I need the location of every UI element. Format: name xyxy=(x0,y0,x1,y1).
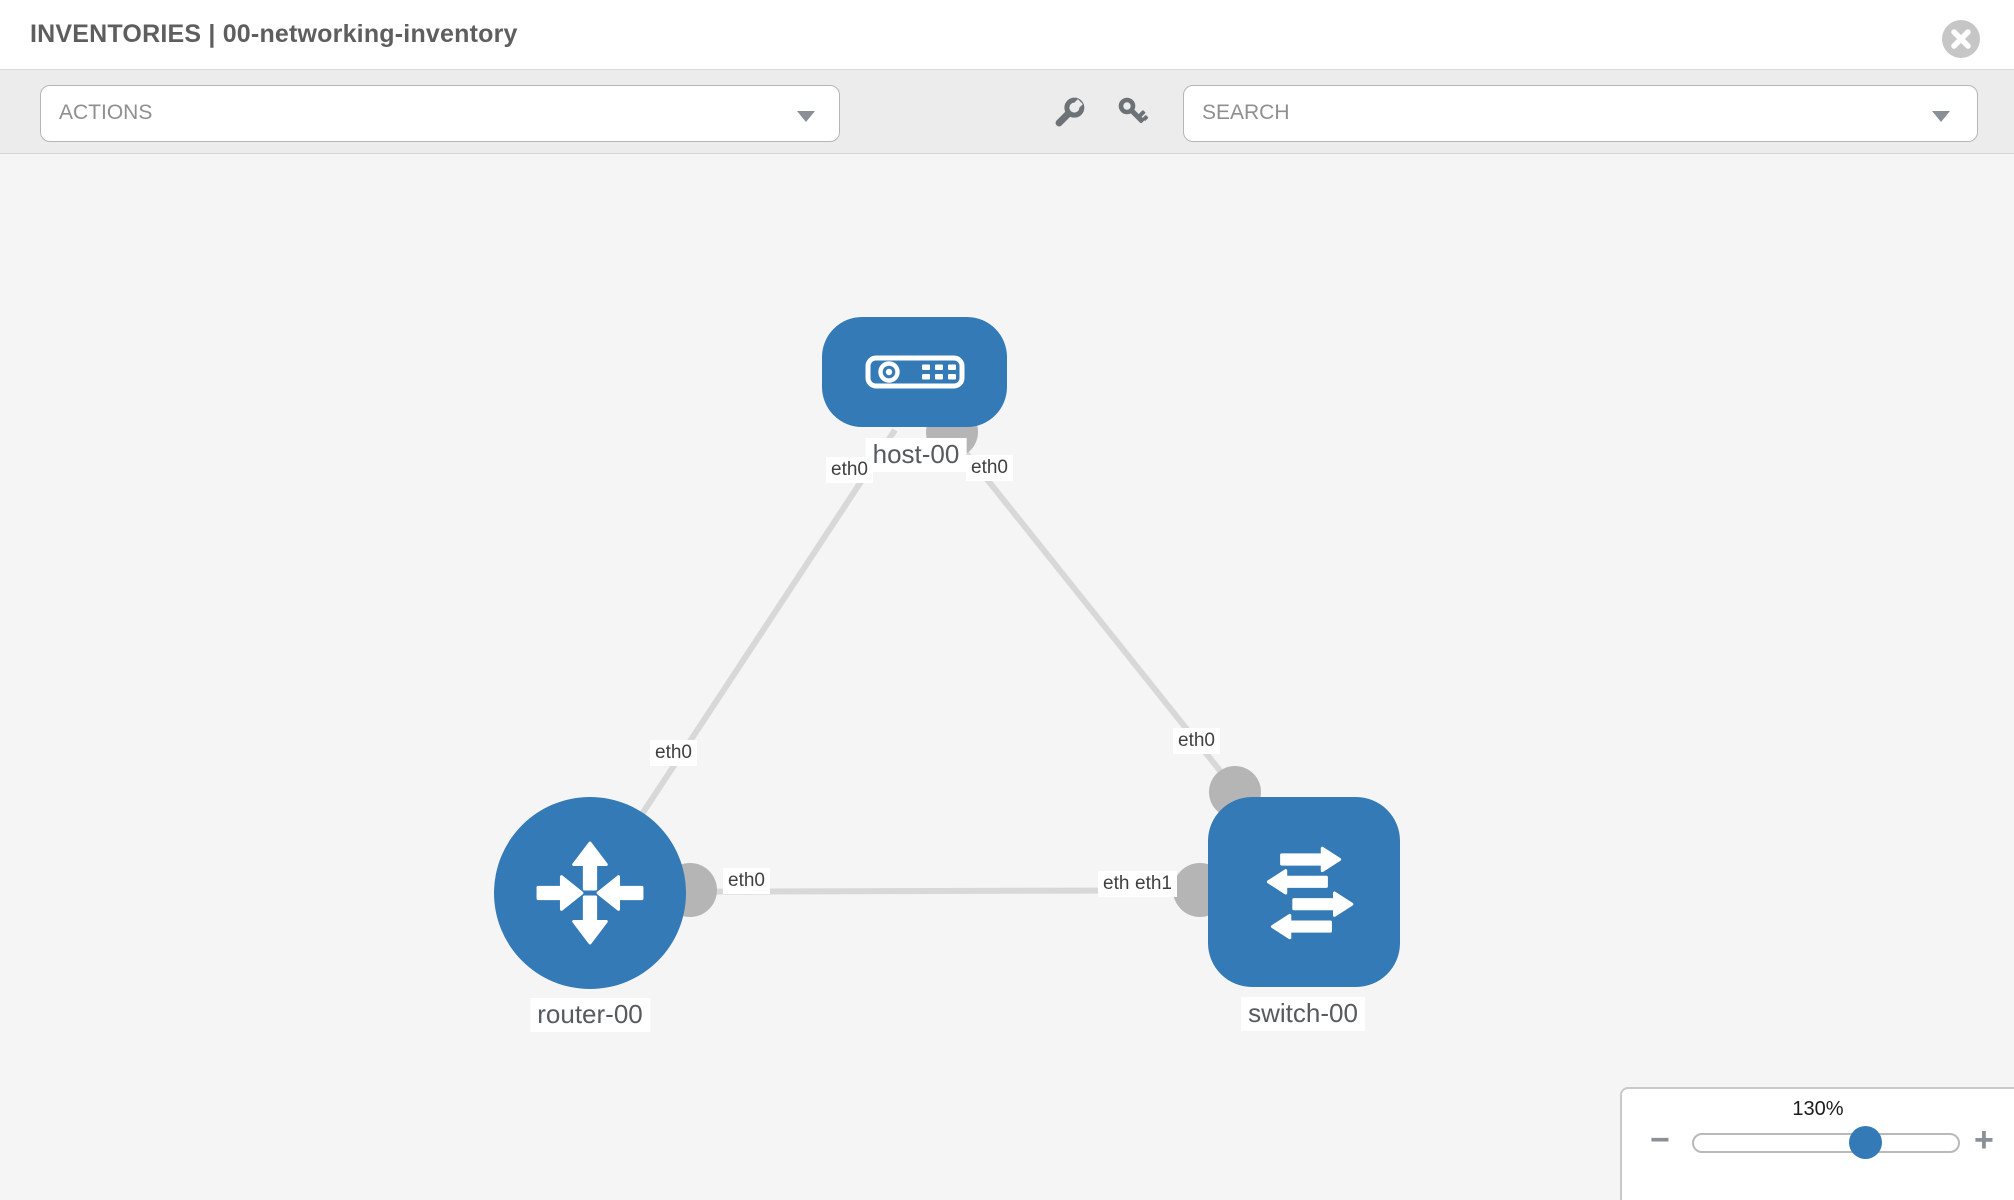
search-dropdown[interactable]: SEARCH xyxy=(1183,85,1978,142)
toolbar: ACTIONS SEARCH xyxy=(0,70,2014,154)
node-label-router: router-00 xyxy=(530,998,650,1032)
node-label-host: host-00 xyxy=(865,438,967,472)
chevron-down-icon xyxy=(1932,111,1950,122)
if-label-switch-eth0: eth0 xyxy=(1173,728,1220,754)
wrench-icon xyxy=(1055,97,1085,127)
if-label-router-eth0-uplink: eth0 xyxy=(650,740,697,766)
key-button[interactable] xyxy=(1118,97,1152,131)
node-router-00[interactable] xyxy=(494,797,686,989)
key-icon xyxy=(1118,97,1149,124)
router-icon xyxy=(536,841,644,945)
topology-canvas[interactable]: host-00 router-00 switch-00 eth0 eth0 et… xyxy=(0,154,2014,1200)
zoom-slider-handle[interactable] xyxy=(1849,1126,1882,1159)
page-title: INVENTORIES | 00-networking-inventory xyxy=(30,20,518,48)
actions-dropdown-label: ACTIONS xyxy=(59,101,153,124)
zoom-out-button[interactable]: − xyxy=(1650,1121,1670,1159)
zoom-panel: 130% − + xyxy=(1620,1087,2014,1200)
node-label-switch: switch-00 xyxy=(1241,997,1365,1031)
if-label-host-eth0-right: eth0 xyxy=(966,455,1013,481)
header: INVENTORIES | 00-networking-inventory xyxy=(0,0,2014,70)
search-placeholder: SEARCH xyxy=(1202,101,1290,124)
if-label-host-eth0-left: eth0 xyxy=(826,457,873,483)
wrench-button[interactable] xyxy=(1051,97,1085,131)
actions-dropdown[interactable]: ACTIONS xyxy=(40,85,840,142)
chevron-down-icon xyxy=(797,111,815,122)
close-button[interactable] xyxy=(1942,20,1980,58)
if-label-switch-eth1: eth1 xyxy=(1130,871,1177,897)
links-layer xyxy=(587,406,1301,917)
if-label-router-eth0: eth0 xyxy=(723,868,770,894)
zoom-in-button[interactable]: + xyxy=(1974,1121,1994,1159)
close-icon xyxy=(1951,29,1971,49)
zoom-level: 130% xyxy=(1792,1098,1844,1120)
zoom-slider-track[interactable] xyxy=(1692,1133,1960,1153)
node-host-00[interactable] xyxy=(822,317,1007,427)
node-switch-00[interactable] xyxy=(1208,797,1400,987)
switch-icon xyxy=(1266,846,1354,940)
host-icon xyxy=(865,355,964,389)
